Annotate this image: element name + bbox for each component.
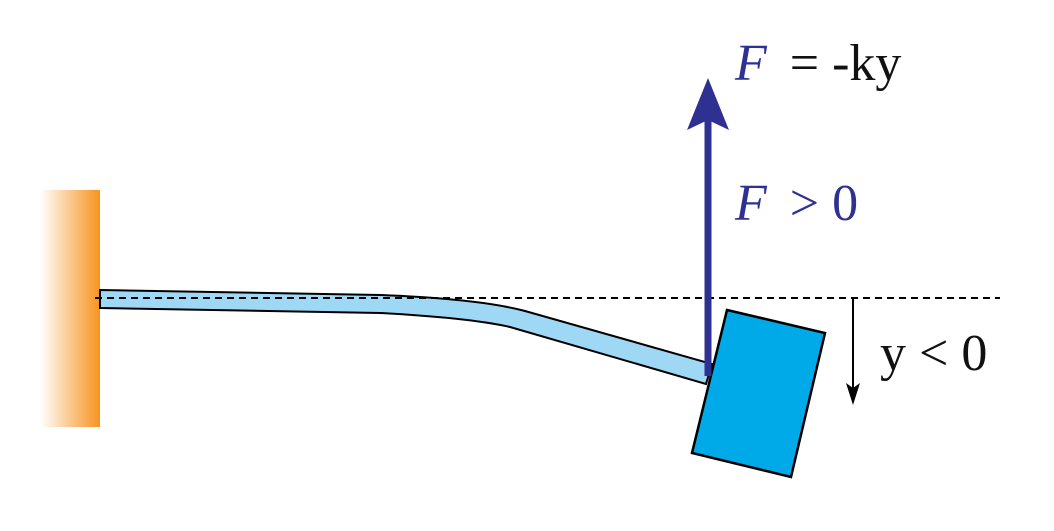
force-law-label: F = -ky [734, 35, 901, 92]
wall [40, 190, 100, 427]
cantilever-beam [99, 288, 714, 386]
displacement-label: y < 0 [880, 325, 987, 382]
force-sign-label: F > 0 [734, 175, 858, 232]
force-symbol: F [734, 175, 768, 232]
force-law-expression: = -ky [790, 35, 902, 92]
mass-block [690, 308, 827, 479]
force-sign-expression: > 0 [790, 175, 858, 232]
displacement-arrow [846, 298, 860, 405]
force-symbol: F [734, 35, 768, 92]
force-arrow [687, 78, 729, 376]
